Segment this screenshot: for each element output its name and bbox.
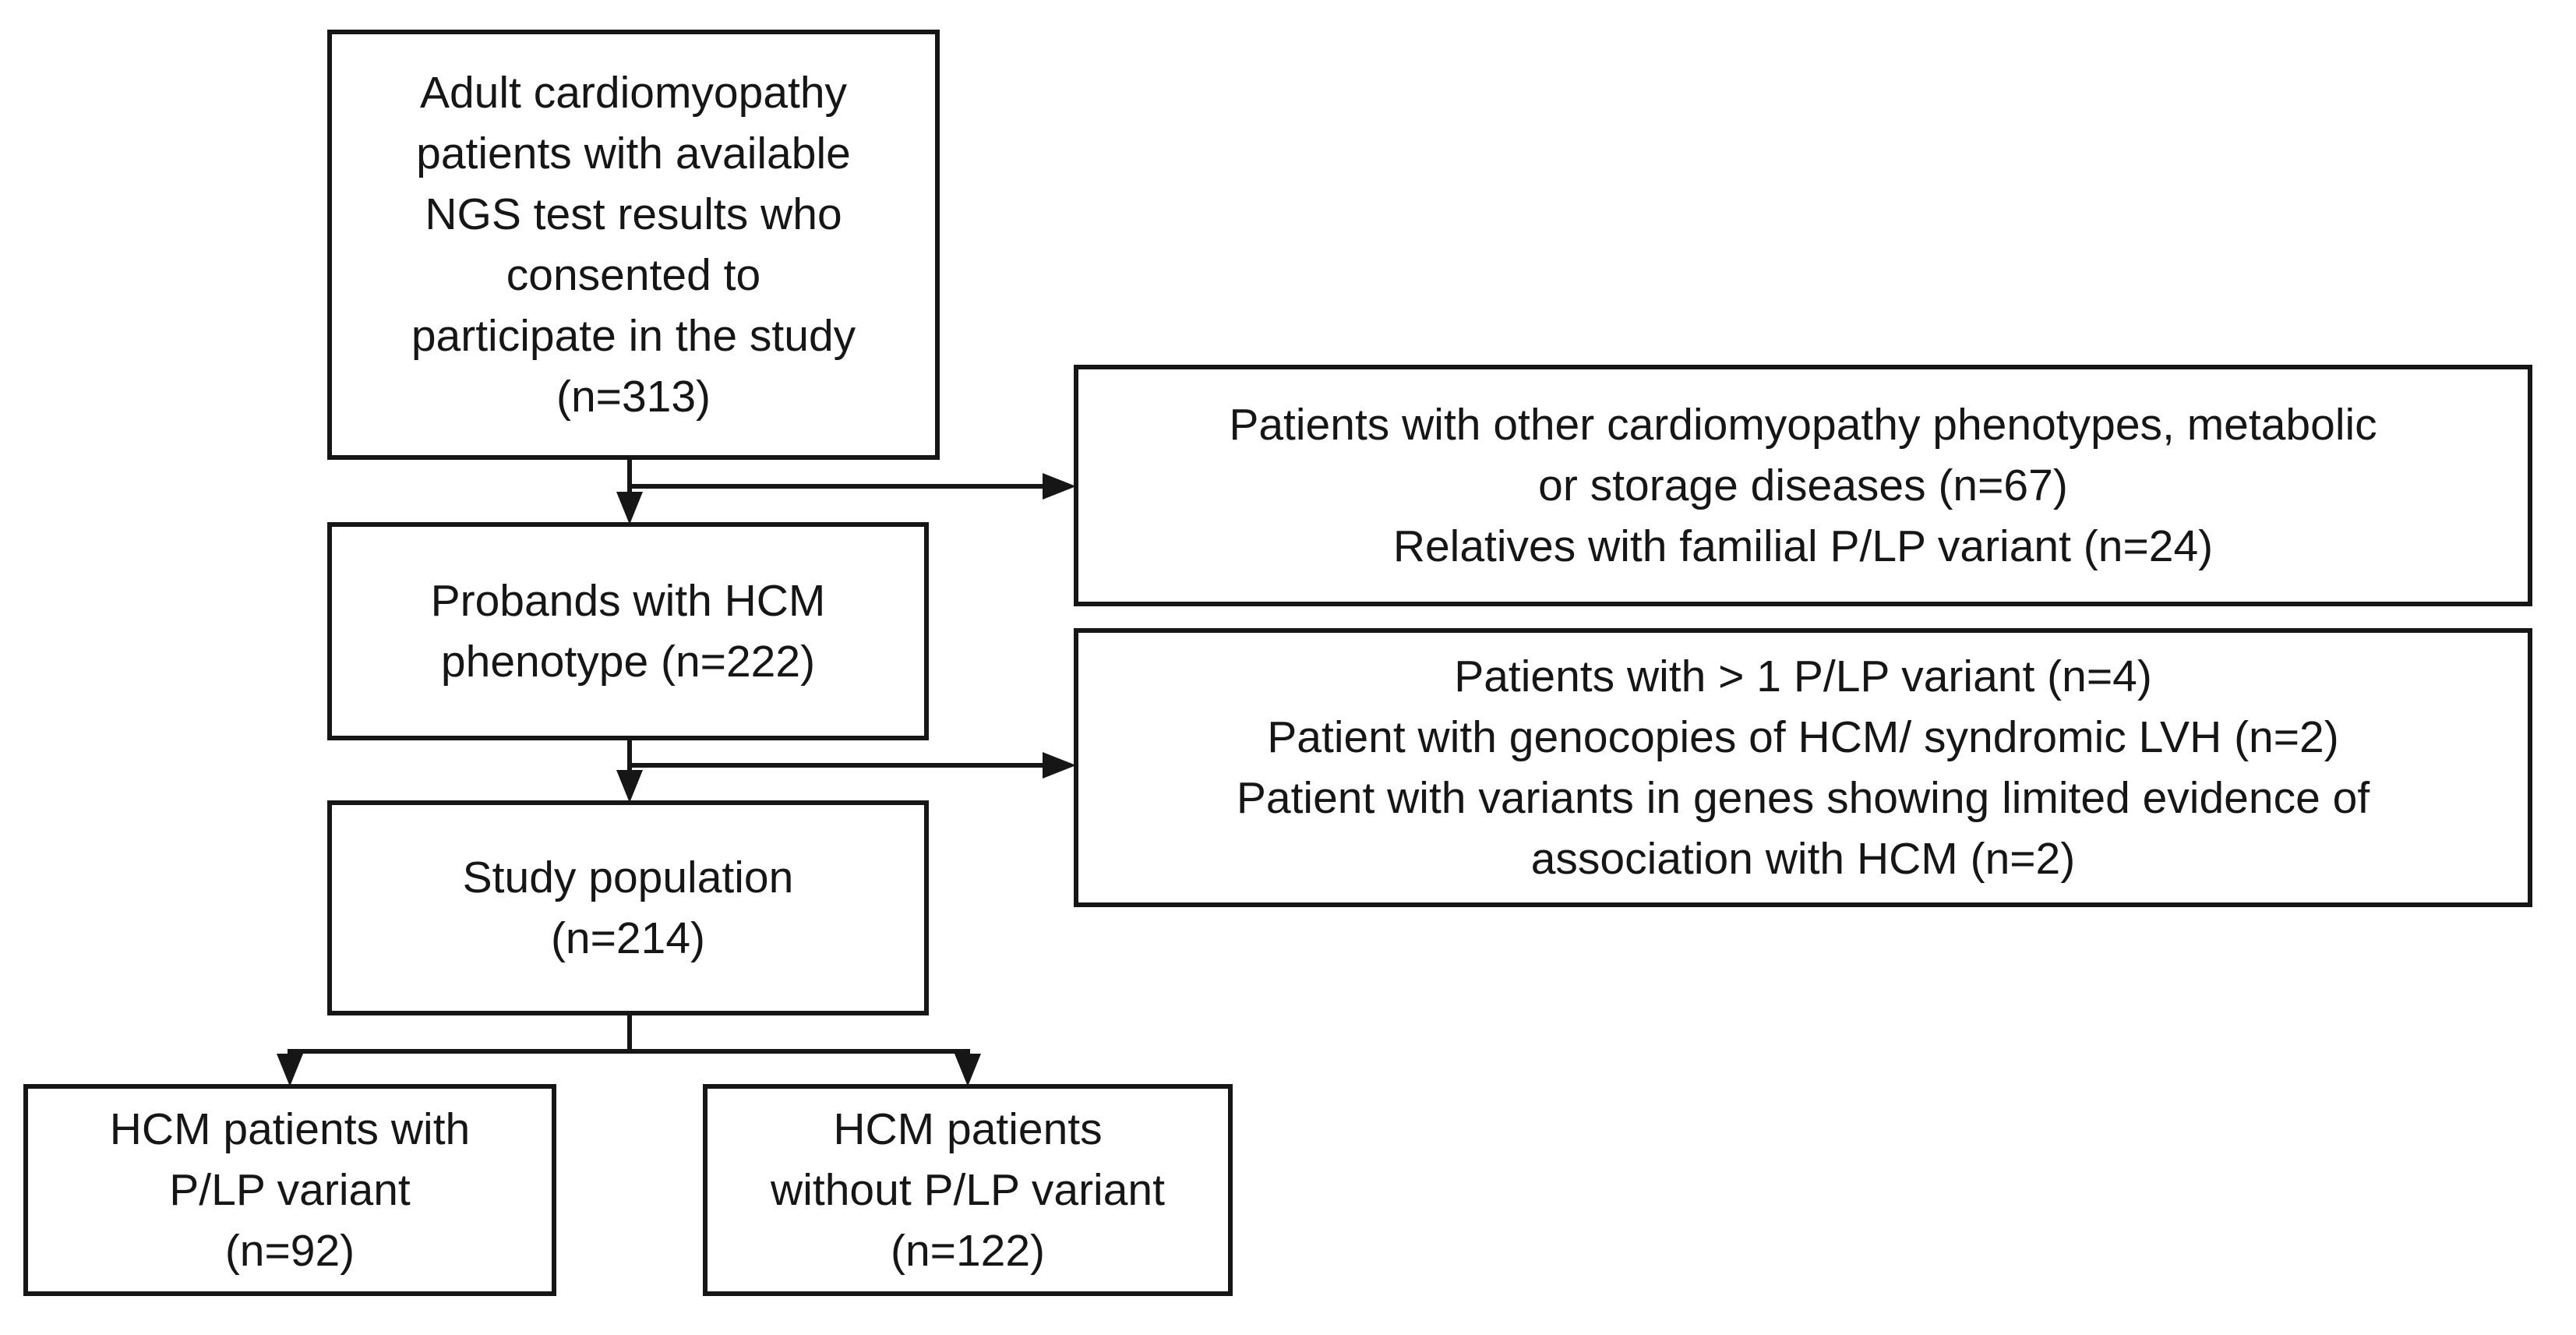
box-excluded-variants: Patients with > 1 P/LP variant (n=4) Pat…: [1074, 628, 2532, 907]
box-study-population-text: Study population (n=214): [462, 853, 794, 963]
arrow-to-without-variant-head: [955, 1054, 981, 1086]
box-without-variant-text: HCM patients without P/LP variant (n=122…: [771, 1104, 1165, 1276]
box-without-variant: HCM patients without P/LP variant (n=122…: [703, 1084, 1233, 1296]
box-enrolled-text: Adult cardiomyopathy patients with avail…: [411, 68, 856, 422]
box-probands: Probands with HCM phenotype (n=222): [327, 522, 929, 740]
arrow-to-excluded-phenotypes-head: [1043, 473, 1076, 500]
box-excluded-variants-text: Patients with > 1 P/LP variant (n=4) Pat…: [1236, 652, 2370, 884]
box-with-variant: HCM patients with P/LP variant (n=92): [23, 1084, 556, 1296]
box-with-variant-text: HCM patients with P/LP variant (n=92): [109, 1104, 471, 1276]
arrow-to-excluded-variants-head: [1043, 752, 1076, 779]
box-excluded-phenotypes-text: Patients with other cardiomyopathy pheno…: [1229, 400, 2377, 571]
box-enrolled: Adult cardiomyopathy patients with avail…: [327, 30, 940, 460]
arrow-to-with-variant-head: [277, 1054, 303, 1086]
arrow-probands-to-study-head: [616, 770, 643, 803]
box-study-population: Study population (n=214): [327, 800, 929, 1015]
box-probands-text: Probands with HCM phenotype (n=222): [430, 576, 826, 687]
box-excluded-phenotypes: Patients with other cardiomyopathy pheno…: [1074, 365, 2532, 606]
arrow-enrolled-to-probands-head: [616, 492, 643, 524]
